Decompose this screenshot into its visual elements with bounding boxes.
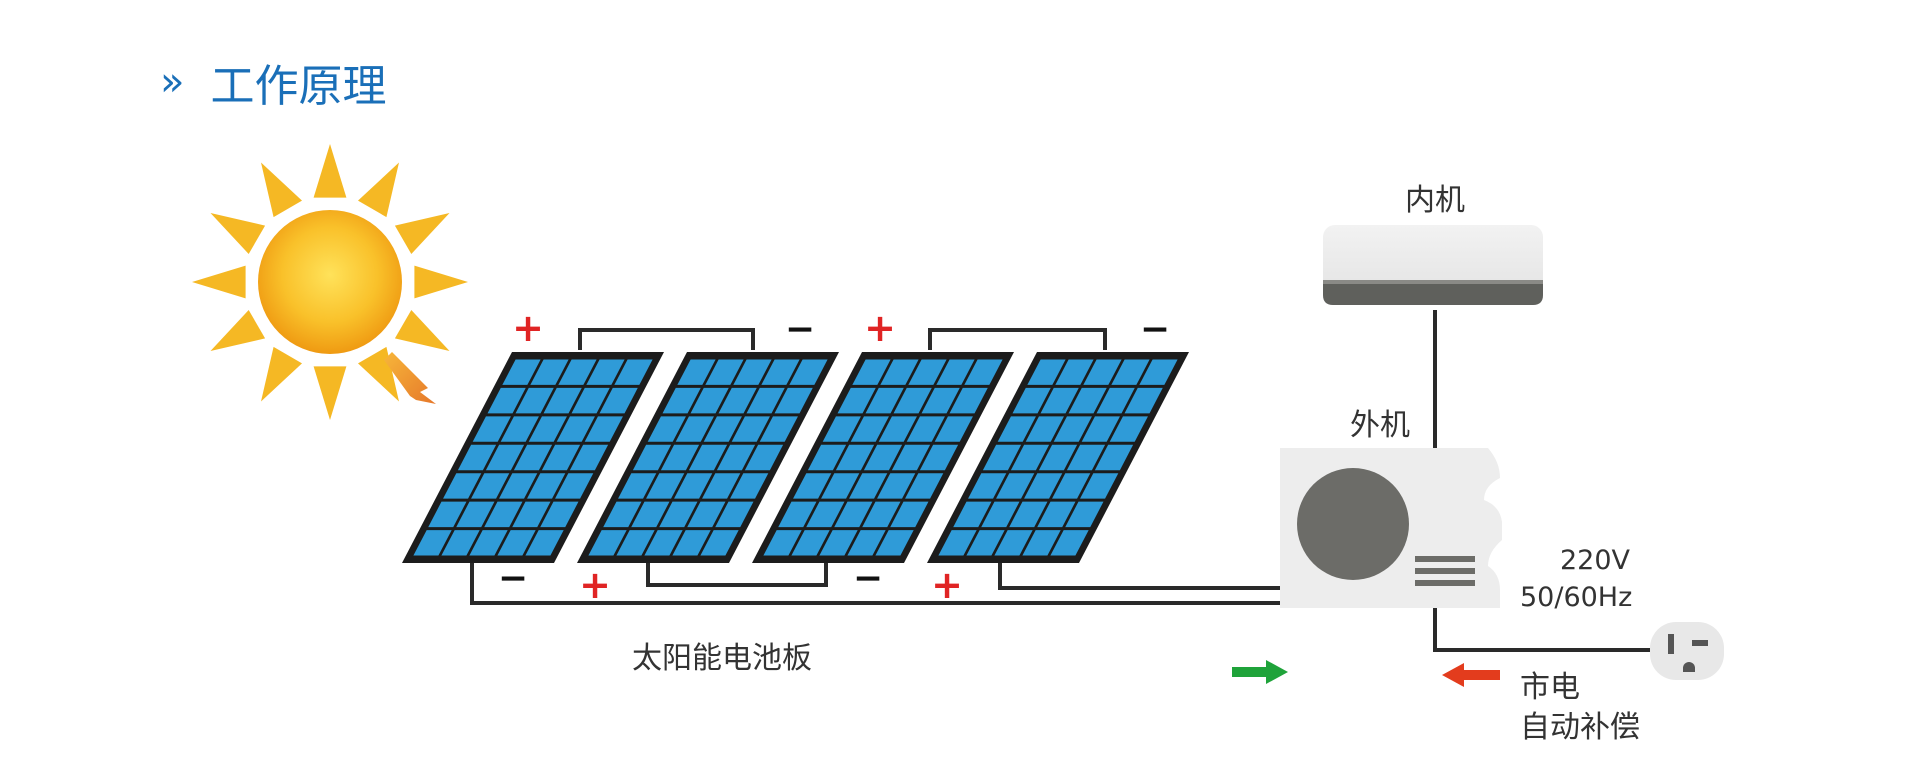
chevron-icon: » [160,59,185,105]
power-outlet-icon [1650,622,1724,680]
voltage-label: 220V [1560,545,1631,576]
minus-terminal-icon: − [853,558,883,599]
grid-power-label: 市电 [1520,670,1580,705]
plus-terminal-icon: + [864,306,896,350]
outdoor-unit-label: 外机 [1350,408,1410,443]
indoor-unit-label: 内机 [1405,183,1465,218]
solar-panels-label: 太阳能电池板 [632,641,812,676]
plus-terminal-icon: + [579,563,611,607]
outdoor-ac-unit-icon [1280,448,1502,608]
solar-panel-icon [927,352,1189,563]
auto-compensation-label: 自动补偿 [1520,710,1640,745]
sun-icon [192,144,468,420]
plus-terminal-icon: + [931,563,963,607]
page-title: 工作原理 [210,61,387,112]
polarity-markers: + − + − − + − + [498,306,1170,607]
arrow-right-icon [1232,660,1288,684]
section-title: » 工作原理 [160,50,386,114]
solar-panel-array [402,352,1189,563]
indoor-ac-unit-icon [1323,225,1543,305]
plus-terminal-icon: + [512,306,544,350]
frequency-label: 50/60Hz [1520,582,1633,613]
solar-panel-icon [752,352,1014,563]
minus-terminal-icon: − [785,309,815,350]
solar-panel-icon [577,352,839,563]
solar-panel-icon [402,352,664,563]
wiring [470,310,1665,652]
minus-terminal-icon: − [498,558,528,599]
minus-terminal-icon: − [1140,309,1170,350]
arrow-left-icon [1442,663,1500,687]
